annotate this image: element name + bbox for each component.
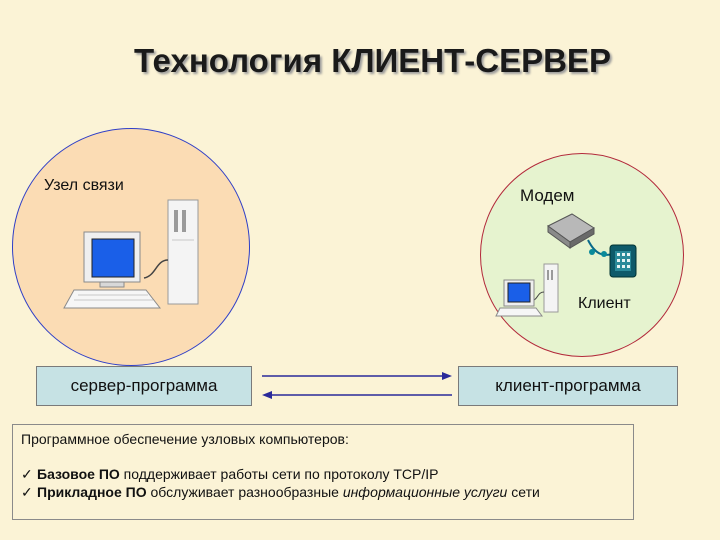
server-node-label: Узел связи [44, 177, 124, 194]
response-arrow [262, 391, 452, 399]
notes-item-base-text: поддерживает работы сети по протоколу TC… [119, 466, 439, 482]
client-node-circle [480, 153, 684, 357]
client-computer-icon [495, 263, 559, 317]
modem-label: Модем [520, 186, 575, 205]
client-label: Клиент [578, 295, 631, 312]
notes-item-applied-italic: информационные услуги [342, 484, 508, 500]
client-program-box: клиент-программа [458, 366, 678, 406]
notes-item-applied-term: Прикладное ПО [37, 484, 147, 500]
telephone-icon [609, 244, 637, 278]
server-program-box: сервер-программа [36, 366, 252, 406]
request-arrow [262, 372, 452, 380]
page-title: Технология КЛИЕНТ-СЕРВЕР [134, 42, 611, 79]
software-notes-box: Программное обеспечение узловых компьюте… [12, 424, 634, 520]
notes-item-base-term: Базовое ПО [37, 466, 120, 482]
check-icon: ✓ [21, 466, 33, 482]
notes-item-base: ✓Базовое ПО поддерживает работы сети по … [21, 465, 625, 483]
check-icon: ✓ [21, 484, 33, 500]
notes-item-applied-text: обслуживает разнообразные [146, 484, 343, 500]
server-computer-icon [63, 199, 199, 309]
modem-icon [547, 213, 615, 257]
notes-item-applied-end: сети [507, 484, 540, 500]
notes-item-applied: ✓Прикладное ПО обслуживает разнообразные… [21, 483, 625, 501]
notes-heading: Программное обеспечение узловых компьюте… [21, 431, 349, 447]
